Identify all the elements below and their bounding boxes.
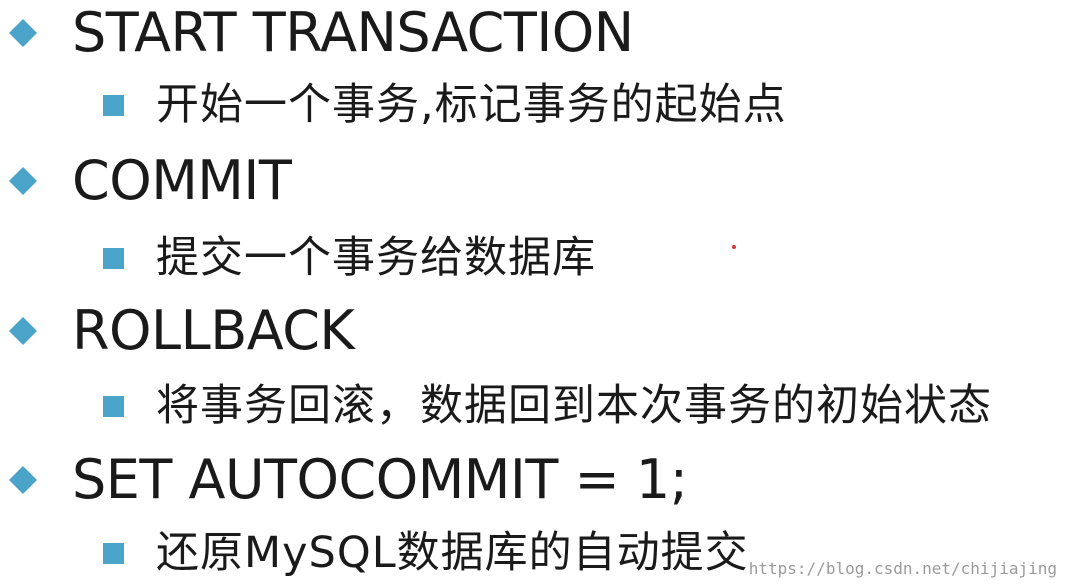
diamond-bullet-icon	[9, 466, 37, 494]
description-text: 提交一个事务给数据库	[156, 233, 596, 283]
square-bullet-icon	[103, 542, 124, 564]
laser-pointer-dot	[732, 245, 736, 249]
square-bullet-icon	[103, 247, 124, 269]
command-text: START TRANSACTION	[72, 1, 634, 64]
description-text: 开始一个事务,标记事务的起始点	[156, 80, 787, 130]
description-text: 还原MySQL数据库的自动提交	[156, 528, 749, 578]
sub-bullet-item: 开始一个事务,标记事务的起始点	[103, 80, 787, 130]
sub-bullet-item: 将事务回滚，数据回到本次事务的初始状态	[103, 381, 992, 431]
sub-bullet-item: 提交一个事务给数据库	[103, 233, 596, 283]
diamond-bullet-icon	[9, 317, 37, 345]
command-text: SET AUTOCOMMIT = 1;	[72, 448, 688, 511]
watermark-text: https://blog.csdn.net/chijiajing	[748, 559, 1057, 578]
bullet-item-commit: COMMIT	[8, 149, 292, 212]
square-bullet-icon	[103, 94, 124, 116]
command-text: COMMIT	[72, 149, 292, 212]
square-bullet-icon	[103, 395, 124, 417]
diamond-bullet-icon	[9, 19, 37, 47]
command-text: ROLLBACK	[72, 299, 355, 362]
diamond-bullet-icon	[9, 167, 37, 195]
sub-bullet-item: 还原MySQL数据库的自动提交	[103, 528, 749, 578]
bullet-item-start-transaction: START TRANSACTION	[8, 3, 634, 63]
bullet-item-rollback: ROLLBACK	[8, 299, 355, 362]
description-text: 将事务回滚，数据回到本次事务的初始状态	[156, 381, 992, 431]
bullet-item-set-autocommit: SET AUTOCOMMIT = 1;	[8, 448, 688, 511]
